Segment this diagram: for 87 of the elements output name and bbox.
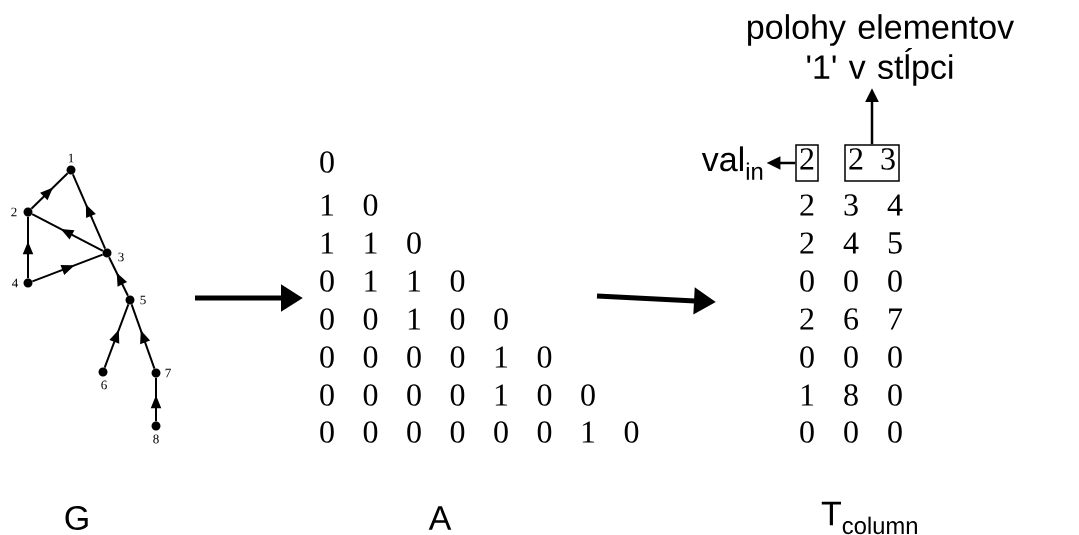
matrix-entry: 0 — [407, 346, 421, 368]
node-label: 4 — [12, 278, 19, 288]
matrix-entry: 0 — [320, 270, 334, 292]
matrix-entry: 0 — [888, 421, 902, 443]
matrix-entry: 0 — [320, 308, 334, 330]
matrix-caption: T$_{column}$ — [821, 501, 917, 535]
node-label: 6 — [101, 380, 107, 390]
matrix-entry: 0 — [537, 384, 552, 406]
graph-edge — [108, 256, 129, 297]
graph-vertex: 6 — [98, 367, 108, 390]
matrix-entry: 3 — [844, 194, 858, 216]
matrix-entry: 0 — [844, 421, 858, 443]
matrix-entry: 1 — [365, 232, 377, 254]
matrix-entry: 0 — [363, 346, 378, 368]
graph-vertex: 2 — [11, 207, 33, 217]
matrix-entry: 2 — [800, 194, 814, 216]
matrix-entry: 0 — [537, 421, 552, 443]
matrix-entry: 1 — [408, 270, 421, 292]
matrix-entry: 0 — [581, 384, 595, 406]
matrix-entry: 0 — [888, 384, 902, 406]
matrix-caption: G — [65, 505, 88, 531]
matrix-entry: 0 — [363, 308, 378, 330]
matrix-entry: 0 — [844, 346, 858, 368]
matrix-entry: 0 — [407, 232, 421, 254]
matrix-entry: 0 — [888, 270, 902, 292]
graph-edge — [71, 173, 107, 250]
node-label: 7 — [165, 368, 171, 378]
matrix-entry: 2 — [800, 232, 814, 254]
matrix-entry: 0 — [363, 194, 378, 216]
matrix-entry: 6 — [844, 308, 859, 330]
annotation-text: val$_{in}$ — [701, 146, 763, 180]
graph-vertex: 4 — [12, 278, 33, 288]
matrix-entry: 1 — [495, 384, 508, 406]
graph-edge — [30, 172, 69, 210]
matrix-entry: 0 — [800, 346, 814, 368]
matrix-entry: 0 — [407, 384, 421, 406]
graph-vertex: 1 — [66, 153, 76, 175]
matrix-entry: 0 — [494, 421, 508, 443]
annotation-text: polohy elementov '1' v stĺpci — [748, 14, 1014, 86]
matrix-entry: 0 — [320, 151, 334, 173]
matrix-entry: 4 — [887, 194, 903, 216]
matrix-entry: 1 — [365, 270, 377, 292]
graph-vertex: 7 — [151, 368, 171, 378]
node-label: 5 — [140, 295, 146, 305]
matrix-entry: 0 — [450, 421, 465, 443]
matrix-entry: 0 — [624, 421, 639, 443]
matrix-entry: 5 — [888, 232, 902, 254]
graph-edge — [130, 303, 156, 370]
matrix-entry: 0 — [888, 346, 902, 368]
matrix-entry: 1 — [321, 194, 334, 216]
node-label: 8 — [153, 434, 159, 444]
matrix-entry: 1 — [495, 346, 508, 368]
matrix-entry: 0 — [450, 384, 465, 406]
matrix-entry: 1 — [321, 232, 334, 254]
graph-edge — [103, 303, 130, 369]
matrix-entry: 7 — [889, 308, 903, 330]
matrix-entry: 0 — [494, 308, 508, 330]
graph-edge — [31, 253, 104, 283]
matrix-entry: 4 — [843, 232, 859, 254]
matrix-entry: 0 — [537, 346, 552, 368]
highlight-box: 2 — [795, 144, 819, 182]
graph-vertex: 8 — [151, 421, 161, 444]
matrix-entry: 1 — [408, 308, 421, 330]
node-label: 2 — [11, 207, 17, 217]
matrix-entry: 2 — [800, 308, 814, 330]
matrix-entry: 1 — [582, 421, 595, 443]
matrix-entry: 0 — [363, 384, 378, 406]
node-label: 3 — [118, 252, 124, 262]
graph-vertex: 5 — [125, 295, 146, 305]
node-label: 1 — [68, 153, 74, 163]
matrix-entry: 0 — [800, 421, 814, 443]
matrix-entry: 0 — [407, 421, 421, 443]
graph-vertex: 3 — [102, 248, 124, 262]
matrix-entry: 0 — [450, 346, 465, 368]
highlight-box: 2 3 — [844, 144, 900, 182]
matrix-entry: 0 — [450, 270, 465, 292]
matrix-entry: 0 — [320, 384, 334, 406]
matrix-entry: 0 — [450, 308, 465, 330]
graph-edge — [31, 213, 104, 252]
matrix-entry: 8 — [844, 384, 858, 406]
matrix-entry: 0 — [800, 270, 814, 292]
matrix-entry: 0 — [363, 421, 378, 443]
matrix-caption: A — [428, 506, 452, 530]
matrix-entry: 0 — [320, 421, 334, 443]
matrix-entry: 0 — [844, 270, 858, 292]
matrix-entry: 1 — [801, 384, 814, 406]
matrix-entry: 0 — [320, 346, 334, 368]
